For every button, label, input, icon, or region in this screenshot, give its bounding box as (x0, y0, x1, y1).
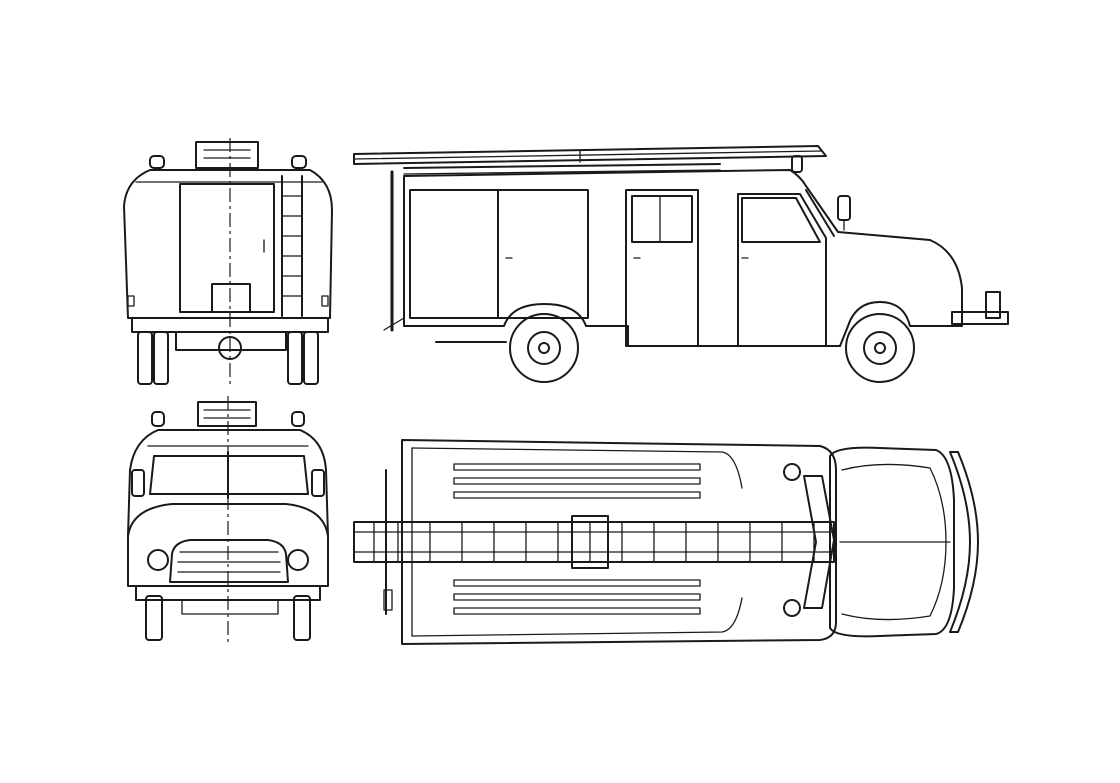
side-front-wheel (845, 313, 915, 383)
front-windshield (149, 455, 309, 495)
rear-door (179, 183, 275, 313)
top-body-outline (401, 439, 837, 645)
cab-door (737, 193, 827, 347)
rear-step-box (211, 283, 251, 313)
locker-door-1 (409, 189, 499, 319)
rear-beacon-left (149, 155, 165, 169)
top-hood (829, 446, 955, 638)
rear-side-ladder (281, 175, 303, 317)
front-wheel-right (293, 595, 311, 641)
side-mirror (837, 195, 851, 221)
locker-door-2 (497, 189, 589, 319)
front-view (127, 396, 329, 644)
rear-body-outline (123, 169, 333, 319)
side-rear-wheel (509, 313, 579, 383)
top-rack-lower (453, 579, 701, 615)
top-rack-upper (453, 463, 701, 499)
top-ladder-clamp (571, 515, 609, 569)
front-beacon-left (151, 411, 165, 427)
crew-door (625, 189, 699, 347)
side-body-outline (403, 169, 963, 347)
top-ladder (353, 521, 835, 563)
front-roof-ladder (197, 401, 257, 427)
front-hood (127, 503, 329, 587)
rear-beacon-right (291, 155, 307, 169)
front-cab-outline (127, 429, 329, 537)
headlight-right (287, 549, 309, 571)
headlight-left (147, 549, 169, 571)
rear-wheels-right (287, 331, 319, 385)
front-wheel-left (145, 595, 163, 641)
side-view (353, 145, 1009, 383)
top-windshield-frame (803, 475, 835, 609)
top-view (353, 439, 979, 645)
top-vent-upper (783, 463, 801, 481)
crew-window (631, 195, 693, 243)
cab-window (741, 197, 821, 243)
rear-wheels-left (137, 331, 169, 385)
front-beacon-right (291, 411, 305, 427)
front-bumper (951, 311, 1009, 325)
front-winch (985, 291, 1001, 319)
top-front-bumper (949, 451, 979, 633)
side-roof-ladder (353, 145, 827, 165)
side-beacon (791, 155, 803, 173)
rear-roof-ladder (195, 141, 259, 169)
front-grille (169, 539, 289, 583)
top-vent-lower (783, 599, 801, 617)
rear-view (123, 138, 333, 388)
